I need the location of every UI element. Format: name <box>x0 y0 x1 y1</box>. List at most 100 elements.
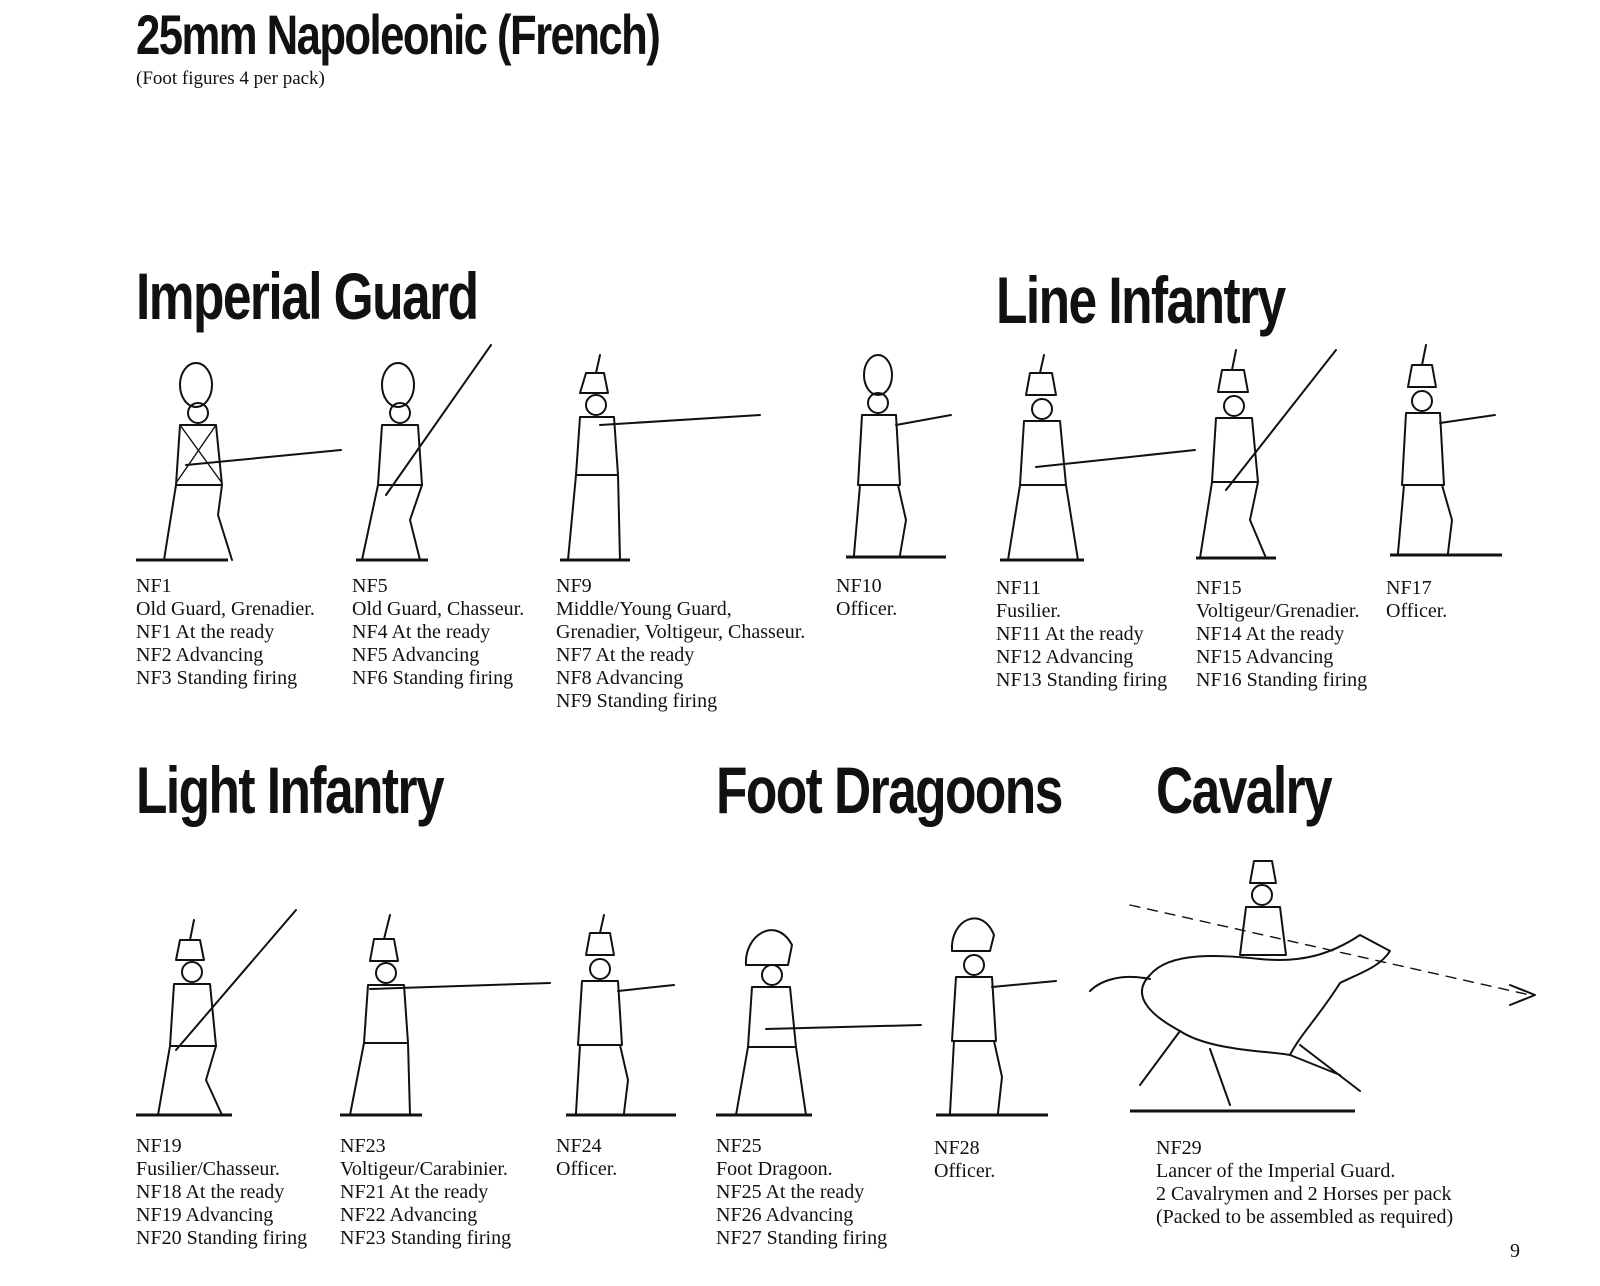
caption-nf5-line: NF4 At the ready <box>352 621 491 643</box>
page-number: 9 <box>1510 1240 1520 1262</box>
caption-nf1-line: Old Guard, Grenadier. <box>136 598 315 620</box>
caption-nf29-code: NF29 <box>1156 1137 1202 1159</box>
caption-nf11-code: NF11 <box>996 577 1041 599</box>
caption-nf25-line: NF25 At the ready <box>716 1181 865 1203</box>
figure-nf19 <box>136 909 306 1120</box>
section-heading-light-infantry: Light Infantry <box>136 753 445 827</box>
caption-nf15-line: NF14 At the ready <box>1196 623 1345 645</box>
caption-nf1: NF1 Old Guard, Grenadier. NF1 At the rea… <box>136 575 315 690</box>
caption-nf24: NF24 Officer. <box>556 1135 617 1181</box>
caption-nf29-line: (Packed to be assembled as required) <box>1156 1206 1454 1228</box>
figure-nf15 <box>1196 349 1346 565</box>
figure-nf23 <box>340 914 555 1120</box>
caption-nf25-line: Foot Dragoon. <box>716 1158 833 1180</box>
caption-nf23-line: NF21 At the ready <box>340 1181 489 1203</box>
caption-nf9-line: NF7 At the ready <box>556 644 695 666</box>
caption-nf19-line: Fusilier/Chasseur. <box>136 1158 280 1180</box>
caption-nf1-code: NF1 <box>136 575 172 597</box>
caption-nf19-line: NF18 At the ready <box>136 1181 285 1203</box>
page-subtitle: (Foot figures 4 per pack) <box>136 68 325 89</box>
figure-nf29 <box>1089 855 1550 1125</box>
caption-nf9: NF9 Middle/Young Guard, Grenadier, Volti… <box>556 575 805 713</box>
section-heading-imperial-guard: Imperial Guard <box>136 259 479 333</box>
lancer-on-horse-illustration <box>1089 860 1536 1113</box>
caption-nf9-line: NF8 Advancing <box>556 667 684 689</box>
section-heading-line-infantry: Line Infantry <box>996 263 1286 337</box>
figure-nf25 <box>716 915 926 1120</box>
figure-nf5 <box>356 344 506 565</box>
caption-nf23-line: Voltigeur/Carabinier. <box>340 1158 508 1180</box>
caption-nf9-line: Middle/Young Guard, <box>556 598 732 620</box>
soldier-at-the-ready-illustration <box>136 362 342 562</box>
caption-nf28-line: Officer. <box>934 1160 996 1182</box>
caption-nf24-code: NF24 <box>556 1135 602 1157</box>
caption-nf11: NF11 Fusilier. NF11 At the ready NF12 Ad… <box>996 577 1167 692</box>
caption-nf25-code: NF25 <box>716 1135 762 1157</box>
caption-nf1-line: NF1 At the ready <box>136 621 275 643</box>
caption-nf9-code: NF9 <box>556 575 592 597</box>
dragoon-at-the-ready-illustration <box>716 929 922 1117</box>
caption-nf11-line: NF13 Standing firing <box>996 669 1168 691</box>
caption-nf29-line: 2 Cavalrymen and 2 Horses per pack <box>1156 1183 1452 1205</box>
figure-nf17 <box>1390 344 1510 565</box>
caption-nf5-line: NF5 Advancing <box>352 644 480 666</box>
officer-pointing-illustration <box>846 354 952 559</box>
caption-nf19-line: NF19 Advancing <box>136 1204 274 1226</box>
figure-nf11 <box>1000 354 1200 565</box>
caption-nf9-line: NF9 Standing firing <box>556 690 718 712</box>
caption-nf25-line: NF26 Advancing <box>716 1204 854 1226</box>
officer-pointing-illustration <box>566 914 676 1117</box>
caption-nf29-line: Lancer of the Imperial Guard. <box>1156 1160 1396 1182</box>
caption-nf28-code: NF28 <box>934 1137 980 1159</box>
caption-nf17-code: NF17 <box>1386 577 1432 599</box>
section-heading-cavalry: Cavalry <box>1156 753 1333 827</box>
soldier-advancing-illustration <box>356 344 492 562</box>
caption-nf28: NF28 Officer. <box>934 1137 995 1183</box>
caption-nf5: NF5 Old Guard, Chasseur. NF4 At the read… <box>352 575 524 690</box>
caption-nf5-line: Old Guard, Chasseur. <box>352 598 525 620</box>
figure-nf10 <box>846 345 966 565</box>
soldier-standing-firing-illustration <box>340 914 551 1117</box>
section-heading-foot-dragoons: Foot Dragoons <box>716 753 1063 827</box>
caption-nf1-line: NF2 Advancing <box>136 644 264 666</box>
caption-nf10-line: Officer. <box>836 598 898 620</box>
caption-nf19-code: NF19 <box>136 1135 182 1157</box>
caption-nf19: NF19 Fusilier/Chasseur. NF18 At the read… <box>136 1135 307 1250</box>
soldier-standing-firing-illustration <box>560 354 761 562</box>
caption-nf5-line: NF6 Standing firing <box>352 667 514 689</box>
soldier-advancing-illustration <box>136 909 297 1117</box>
caption-nf5-code: NF5 <box>352 575 388 597</box>
caption-nf11-line: Fusilier. <box>996 600 1062 622</box>
caption-nf17: NF17 Officer. <box>1386 577 1447 623</box>
caption-nf17-line: Officer. <box>1386 600 1448 622</box>
caption-nf15-line: NF16 Standing firing <box>1196 669 1368 691</box>
caption-nf11-line: NF12 Advancing <box>996 646 1134 668</box>
caption-nf19-line: NF20 Standing firing <box>136 1227 308 1249</box>
soldier-advancing-illustration <box>1196 349 1337 560</box>
officer-pointing-illustration <box>936 917 1057 1117</box>
figure-nf28 <box>936 905 1066 1120</box>
caption-nf25-line: NF27 Standing firing <box>716 1227 888 1249</box>
caption-nf1-line: NF3 Standing firing <box>136 667 298 689</box>
caption-nf23: NF23 Voltigeur/Carabinier. NF21 At the r… <box>340 1135 511 1250</box>
caption-nf23-line: NF23 Standing firing <box>340 1227 512 1249</box>
caption-nf10-code: NF10 <box>836 575 882 597</box>
page-title: 25mm Napoleonic (French) <box>136 3 661 66</box>
caption-nf23-line: NF22 Advancing <box>340 1204 478 1226</box>
caption-nf15: NF15 Voltigeur/Grenadier. NF14 At the re… <box>1196 577 1367 692</box>
caption-nf10: NF10 Officer. <box>836 575 897 621</box>
figure-nf24 <box>566 914 686 1120</box>
caption-nf25: NF25 Foot Dragoon. NF25 At the ready NF2… <box>716 1135 887 1250</box>
caption-nf11-line: NF11 At the ready <box>996 623 1144 645</box>
soldier-at-the-ready-illustration <box>1000 354 1196 562</box>
caption-nf15-code: NF15 <box>1196 577 1242 599</box>
caption-nf23-code: NF23 <box>340 1135 386 1157</box>
figure-nf1 <box>136 355 346 565</box>
caption-nf15-line: NF15 Advancing <box>1196 646 1334 668</box>
caption-nf9-line: Grenadier, Voltigeur, Chasseur. <box>556 621 806 643</box>
caption-nf24-line: Officer. <box>556 1158 618 1180</box>
officer-pointing-illustration <box>1390 344 1502 557</box>
caption-nf29: NF29 Lancer of the Imperial Guard. 2 Cav… <box>1156 1137 1453 1229</box>
figure-nf9 <box>560 354 770 565</box>
caption-nf15-line: Voltigeur/Grenadier. <box>1196 600 1360 622</box>
